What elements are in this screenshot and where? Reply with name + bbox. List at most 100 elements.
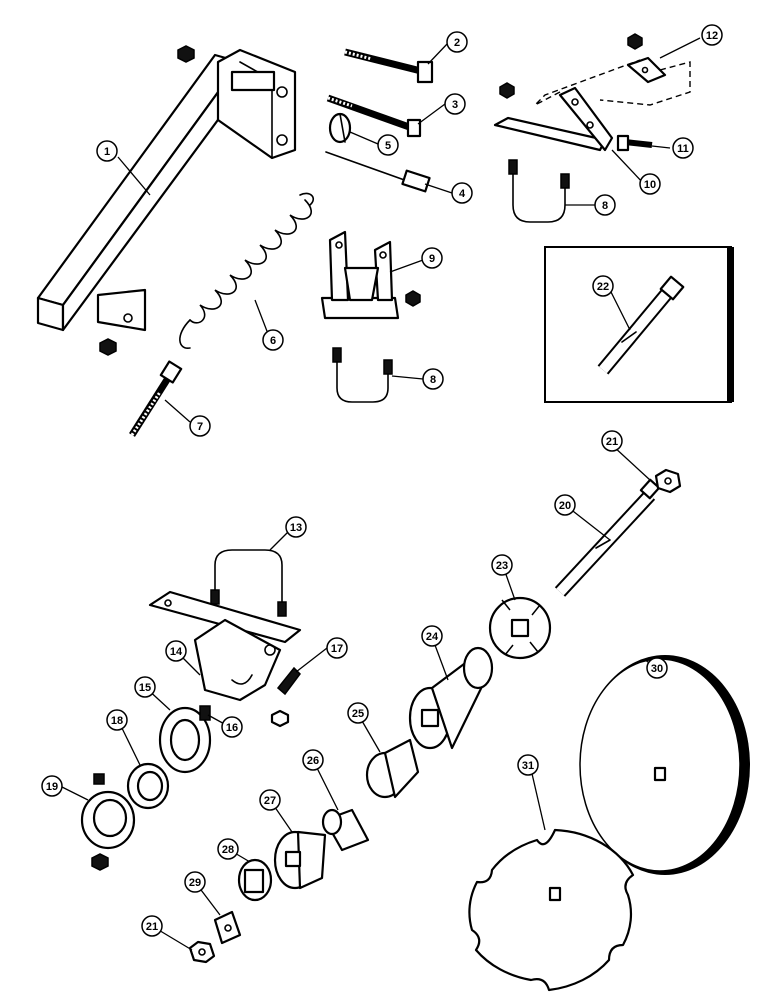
callout-label: 30 — [651, 663, 663, 675]
callout-8-lower: 8 — [422, 368, 444, 390]
callout-label: 12 — [706, 30, 718, 42]
part-bolt-3 — [326, 94, 422, 138]
callout-1: 1 — [96, 140, 118, 162]
part-u-bolt-13 — [210, 549, 287, 617]
part-spool-24 — [408, 646, 494, 750]
callout-label: 1 — [104, 146, 110, 158]
callout-label: 8 — [430, 374, 436, 386]
callout-27: 27 — [259, 789, 281, 811]
part-washer-29 — [213, 910, 242, 945]
part-flange-15 — [158, 706, 212, 774]
part-bracket-14 — [148, 590, 302, 702]
part-u-bolt-8-upper — [508, 159, 570, 223]
callout-28: 28 — [217, 838, 239, 860]
inset-box-22 — [544, 246, 734, 403]
callout-label: 24 — [426, 631, 439, 643]
part-notched-disc-31 — [468, 828, 635, 992]
callout-label: 26 — [307, 755, 319, 767]
part-housing-19 — [80, 773, 136, 850]
callout-label: 13 — [290, 522, 302, 534]
hex-nut-14 — [270, 709, 290, 728]
callout-label: 22 — [597, 281, 609, 293]
callout-8-upper: 8 — [594, 194, 616, 216]
part-clamp-28 — [237, 858, 273, 902]
part-bolt-2 — [344, 48, 434, 84]
part-bolt-17 — [276, 666, 301, 696]
part-pin-4 — [325, 151, 431, 193]
hex-nut-19 — [91, 853, 109, 871]
hex-nut-bottom — [99, 338, 117, 356]
callout-label: 9 — [429, 253, 435, 265]
part-spring — [179, 192, 315, 349]
callout-label: 20 — [559, 500, 571, 512]
callout-label: 6 — [270, 335, 276, 347]
callout-5: 5 — [377, 134, 399, 156]
callout-13: 13 — [285, 516, 307, 538]
callout-3: 3 — [444, 93, 466, 115]
callout-7: 7 — [189, 415, 211, 437]
part-cone-25 — [365, 738, 420, 799]
callout-label: 25 — [352, 708, 364, 720]
part-u-bolt-8-lower — [332, 347, 393, 403]
callout-22: 22 — [592, 275, 614, 297]
callout-label: 18 — [111, 715, 123, 727]
part-grease-fitting-16 — [199, 705, 211, 721]
callout-label: 31 — [522, 760, 534, 772]
callout-label: 14 — [170, 646, 183, 658]
callout-label: 11 — [677, 143, 689, 155]
callout-11: 11 — [672, 137, 694, 159]
hex-nut-12 — [627, 33, 643, 50]
callout-10: 10 — [639, 173, 661, 195]
callout-label: 7 — [197, 421, 203, 433]
callout-31: 31 — [517, 754, 539, 776]
callout-label: 3 — [452, 99, 458, 111]
callout-label: 15 — [139, 682, 151, 694]
callout-label: 8 — [602, 200, 608, 212]
callout-label: 28 — [222, 844, 234, 856]
callout-label: 21 — [606, 436, 618, 448]
callout-19: 19 — [41, 775, 63, 797]
callout-label: 16 — [226, 722, 238, 734]
callout-21-bottom: 21 — [141, 915, 163, 937]
hex-nut-21-bottom — [188, 940, 216, 964]
part-long-bolt — [129, 360, 183, 437]
callout-20: 20 — [554, 494, 576, 516]
hex-nut-top — [177, 45, 195, 63]
callout-24: 24 — [421, 625, 443, 647]
hex-nut-10 — [499, 82, 515, 99]
callout-label: 17 — [331, 643, 343, 655]
part-shaft-20 — [554, 478, 661, 597]
callout-18: 18 — [106, 709, 128, 731]
callout-label: 21 — [146, 921, 158, 933]
part-bracket-12 — [626, 56, 667, 84]
callout-label: 29 — [189, 877, 201, 889]
part-disc-30 — [579, 655, 750, 875]
callout-23: 23 — [491, 554, 513, 576]
callout-label: 2 — [454, 37, 460, 49]
callout-16: 16 — [221, 716, 243, 738]
part-main-frame-arm — [36, 48, 297, 332]
hex-nut-mid — [405, 290, 421, 307]
callout-21-top: 21 — [601, 430, 623, 452]
callout-29: 29 — [184, 871, 206, 893]
callout-25: 25 — [347, 702, 369, 724]
callout-12: 12 — [701, 24, 723, 46]
callout-label: 23 — [496, 560, 508, 572]
callout-14: 14 — [165, 640, 187, 662]
callout-15: 15 — [134, 676, 156, 698]
part-spool-23 — [488, 596, 552, 660]
callout-label: 10 — [644, 179, 656, 191]
part-sleeve-26 — [321, 808, 370, 852]
hex-nut-21-top — [654, 468, 682, 494]
callout-label: 27 — [264, 795, 276, 807]
callout-label: 5 — [385, 140, 391, 152]
part-bearing-18 — [126, 762, 170, 810]
callout-9: 9 — [421, 247, 443, 269]
callout-6: 6 — [262, 329, 284, 351]
part-lynch-pin-5 — [328, 112, 352, 144]
part-bracket-10 — [493, 86, 614, 152]
callout-30: 30 — [646, 657, 668, 679]
callout-2: 2 — [446, 31, 468, 53]
callout-26: 26 — [302, 749, 324, 771]
